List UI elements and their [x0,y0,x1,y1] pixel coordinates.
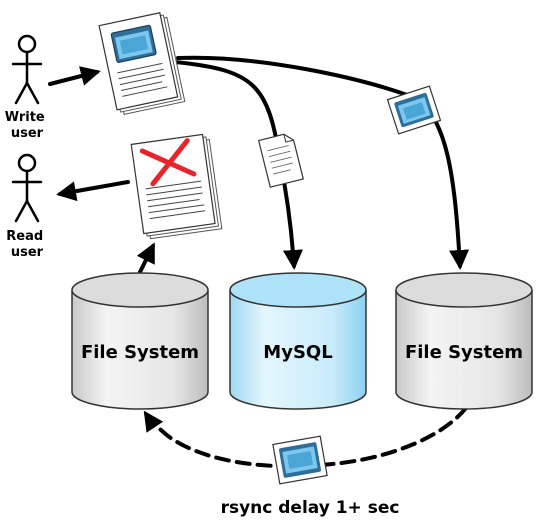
read-user-label-line2: user [11,245,44,260]
read-user-actor [11,153,43,223]
browser-window-icon [110,24,157,63]
write-user-head [17,34,37,54]
rsync-caption: rsync delay 1+ sec [221,498,400,518]
red-cross-icon [139,138,197,187]
read-user-label-line1: Read [6,229,43,244]
write-to-right-fs-line [176,55,470,270]
missing-document-icon [130,133,223,240]
transfer-file-icon [386,85,442,135]
read-user-label: Read user [6,229,47,260]
right-file-system-label: File System [405,342,523,363]
write-user-arrow [48,66,101,86]
read-user-head [17,153,37,173]
data-document-icon [257,133,304,188]
right-file-system-cylinder: File System [395,272,533,410]
write-user-label-line1: Write [5,110,45,125]
left-fs-to-read-doc-line [136,242,155,274]
mysql-label: MySQL [263,342,332,363]
read-user-arrow [56,180,130,202]
left-file-system-cylinder: File System [71,272,209,410]
rsync-file-icon [272,435,328,485]
rsync-dashed-line [143,406,468,469]
written-document-icon [98,12,186,115]
write-user-label: Write user [5,110,50,141]
write-user-label-line2: user [11,126,44,141]
left-file-system-label: File System [81,342,199,363]
write-user-actor [11,34,43,105]
mysql-cylinder: MySQL [229,272,367,410]
